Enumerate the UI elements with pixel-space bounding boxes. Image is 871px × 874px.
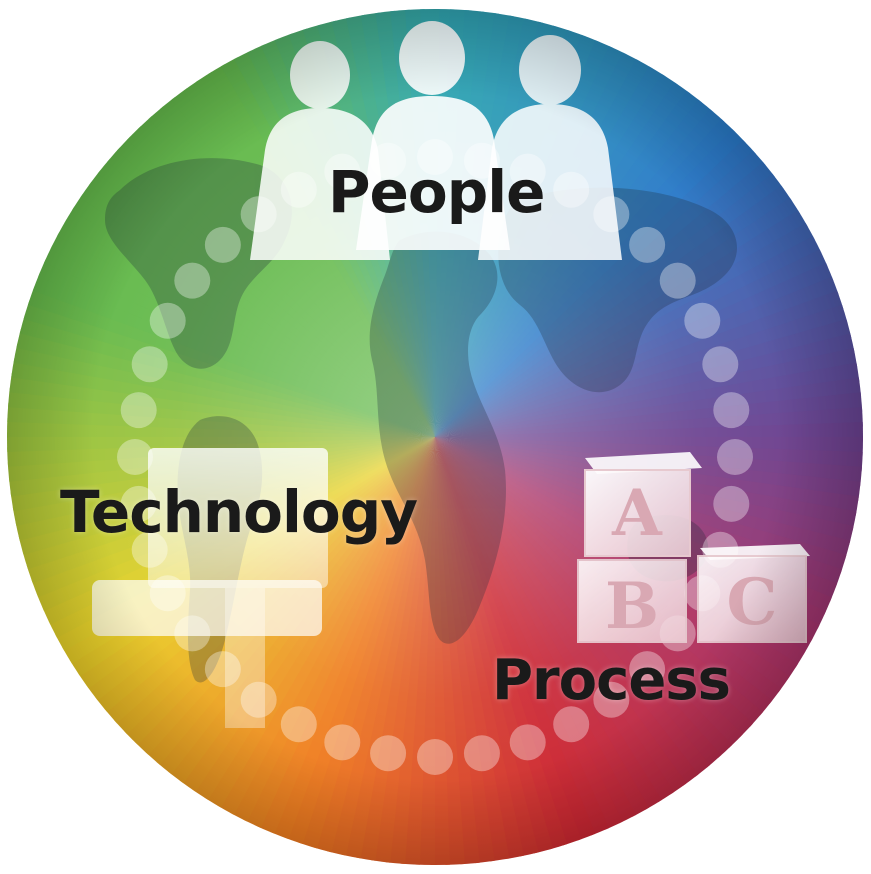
label-technology: Technology (60, 478, 418, 546)
label-process: Process (492, 648, 731, 713)
label-people: People (328, 158, 545, 226)
wheel-edge (7, 9, 863, 865)
